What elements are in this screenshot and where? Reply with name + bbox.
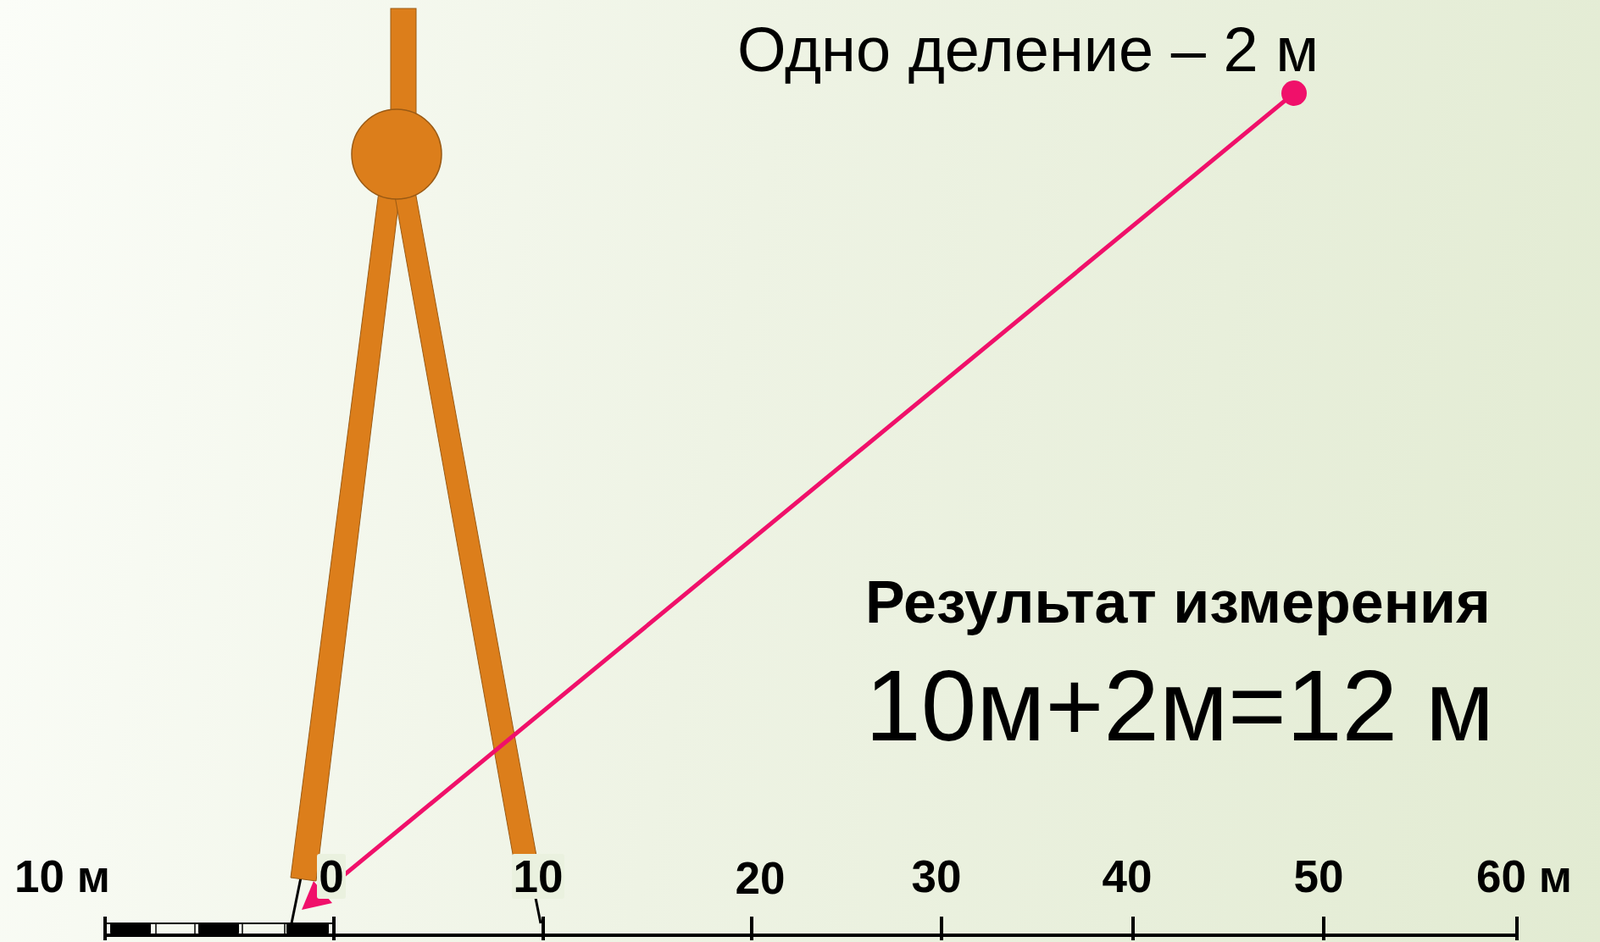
scale-number: 10 м <box>14 854 111 900</box>
pointer-arrow <box>301 80 1307 911</box>
scale-number: 60 м <box>1476 854 1573 900</box>
scale-number: 20 <box>735 855 786 901</box>
scale-blocks <box>110 922 329 935</box>
scale-number: 40 <box>1102 854 1153 900</box>
scale-number: 10 <box>511 854 566 900</box>
note-text: Одно деление – 2 м <box>737 18 1319 82</box>
scale-number: 30 <box>911 854 962 900</box>
result-heading: Результат измерения <box>865 572 1491 633</box>
drawing-compass <box>290 8 541 924</box>
scale-number: 50 <box>1294 854 1345 900</box>
linear-scale <box>105 916 1517 941</box>
scale-number: 0 <box>316 854 345 900</box>
result-value: 10м+2м=12 м <box>865 655 1495 756</box>
